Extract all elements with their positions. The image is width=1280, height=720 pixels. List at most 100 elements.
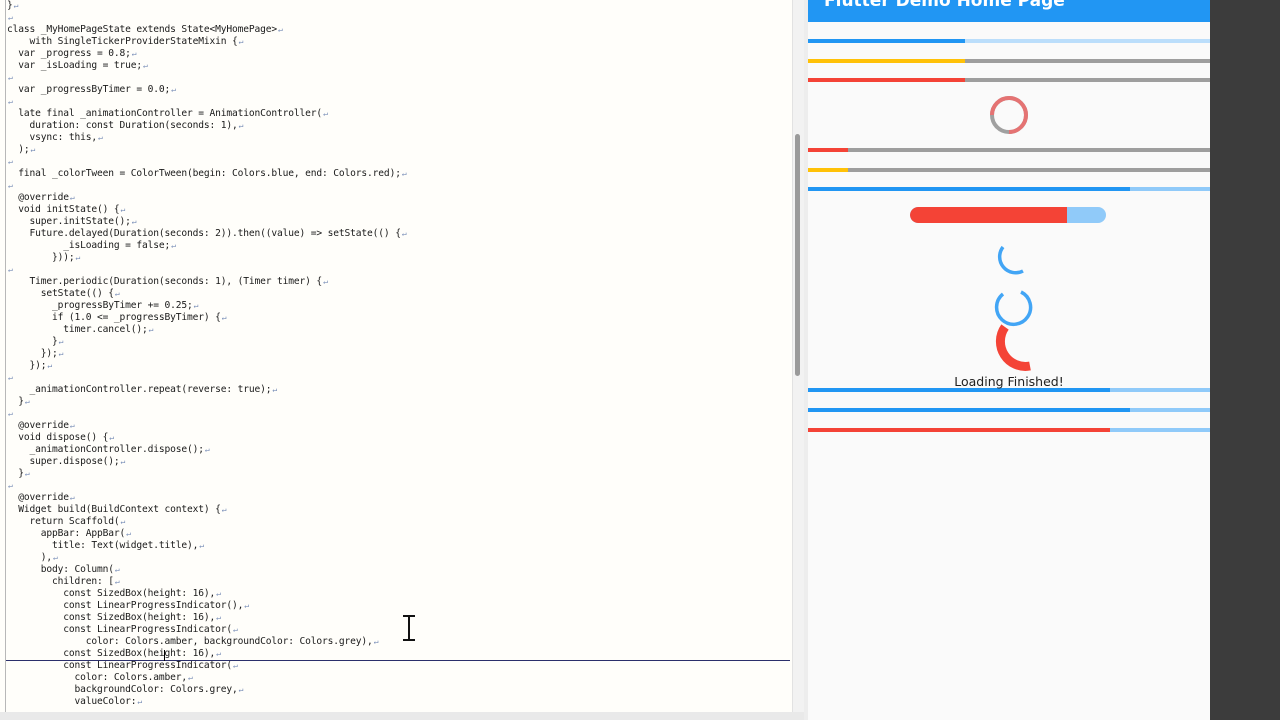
code-line[interactable]: ↵: [7, 156, 13, 168]
code-line[interactable]: void dispose() {↵: [7, 432, 114, 444]
code-line[interactable]: ↵: [7, 372, 13, 384]
code-line[interactable]: with SingleTickerProviderStateMixin {↵: [7, 36, 244, 48]
code-line[interactable]: }↵: [7, 396, 29, 408]
code-line[interactable]: ),↵: [7, 552, 58, 564]
code-line-text: });: [7, 348, 58, 359]
code-line[interactable]: }↵: [7, 468, 29, 480]
code-line[interactable]: ↵: [7, 12, 13, 24]
code-line[interactable]: ↵: [7, 180, 13, 192]
code-line[interactable]: ↵: [7, 96, 13, 108]
code-line[interactable]: }↵: [7, 336, 63, 348]
newline-marker-icon: ↵: [114, 577, 120, 586]
newline-marker-icon: ↵: [171, 241, 176, 250]
code-line[interactable]: Future.delayed(Duration(seconds: 2)).the…: [7, 228, 407, 240]
code-line[interactable]: _animationController.dispose();↵: [7, 444, 210, 456]
linear-progress-blue-lower-2: [808, 408, 1210, 412]
code-line[interactable]: title: Text(widget.title),↵: [7, 540, 204, 552]
code-line-text: void initState() {: [7, 204, 120, 215]
code-line[interactable]: const LinearProgressIndicator(),↵: [7, 600, 249, 612]
code-line[interactable]: body: Column(↵: [7, 564, 120, 576]
linear-progress-blue-full: [808, 187, 1210, 191]
newline-marker-icon: ↵: [216, 649, 221, 658]
code-line[interactable]: Widget build(BuildContext context) {↵: [7, 504, 226, 516]
code-line[interactable]: super.dispose();↵: [7, 456, 126, 468]
code-line[interactable]: ↵: [7, 480, 13, 492]
code-editor[interactable]: }↵↵class _MyHomePageState extends State<…: [0, 0, 792, 712]
code-line[interactable]: valueColor:↵: [7, 696, 143, 708]
code-line[interactable]: @override↵: [7, 420, 74, 432]
code-line-text: _isLoading = false;: [7, 240, 171, 251]
code-line[interactable]: _animationController.repeat(reverse: tru…: [7, 384, 278, 396]
code-line[interactable]: final _colorTween = ColorTween(begin: Co…: [7, 168, 406, 180]
code-line[interactable]: });↵: [7, 360, 53, 372]
code-line-text: const SizedBox(height: 16),: [7, 612, 216, 623]
newline-marker-icon: ↵: [114, 565, 120, 574]
code-line[interactable]: setState(() {↵: [7, 288, 120, 300]
code-line[interactable]: var _progressByTimer = 0.0;↵: [7, 84, 176, 96]
newline-marker-icon: ↵: [69, 493, 75, 502]
code-line-text: if (1.0 <= _progressByTimer) {: [7, 312, 221, 323]
newline-marker-icon: ↵: [8, 373, 13, 382]
code-line[interactable]: backgroundColor: Colors.grey,↵: [7, 684, 244, 696]
code-line[interactable]: const SizedBox(height: 16),↵: [7, 648, 221, 660]
newline-marker-icon: ↵: [47, 361, 53, 370]
code-line[interactable]: color: Colors.amber, backgroundColor: Co…: [7, 636, 379, 648]
code-line[interactable]: color: Colors.amber,↵: [7, 672, 193, 684]
code-line[interactable]: }));↵: [7, 252, 80, 264]
code-line[interactable]: const SizedBox(height: 16),↵: [7, 612, 221, 624]
code-line[interactable]: _progressByTimer += 0.25;↵: [7, 300, 198, 312]
newline-marker-icon: ↵: [148, 325, 154, 334]
code-line[interactable]: @override↵: [7, 492, 75, 504]
code-line[interactable]: _isLoading = false;↵: [7, 240, 176, 252]
code-line[interactable]: var _isLoading = true;↵: [7, 60, 148, 72]
code-line[interactable]: );↵: [7, 144, 35, 156]
newline-marker-icon: ↵: [244, 601, 249, 610]
app-bar: Flutter Demo Home Page: [808, 0, 1210, 22]
code-line[interactable]: ↵: [7, 408, 13, 420]
code-line-text: var _isLoading = true;: [7, 60, 143, 71]
newline-marker-icon: ↵: [8, 409, 13, 418]
editor-scrollbar-thumb[interactable]: [795, 134, 800, 376]
code-line[interactable]: vsync: this,↵: [7, 132, 103, 144]
code-line[interactable]: return Scaffold(↵: [7, 516, 126, 528]
code-line[interactable]: late final _animationController = Animat…: [7, 108, 328, 120]
editor-horizontal-scrollbar[interactable]: [0, 712, 808, 720]
code-line[interactable]: ↵: [7, 72, 13, 84]
loading-status-text: Loading Finished!: [954, 374, 1064, 389]
code-line[interactable]: @override↵: [7, 192, 74, 204]
code-line[interactable]: if (1.0 <= _progressByTimer) {↵: [7, 312, 227, 324]
code-line[interactable]: timer.cancel();↵: [7, 324, 153, 336]
code-line[interactable]: const SizedBox(height: 16),↵: [7, 588, 221, 600]
code-line-text: _progressByTimer += 0.25;: [7, 300, 193, 311]
code-line[interactable]: const LinearProgressIndicator(↵: [7, 660, 238, 672]
code-line-text: with SingleTickerProviderStateMixin {: [7, 36, 238, 47]
code-line-text: super.dispose();: [7, 456, 120, 467]
newline-marker-icon: ↵: [323, 277, 328, 286]
newline-marker-icon: ↵: [233, 625, 238, 634]
rounded-linear-progress: [910, 207, 1106, 223]
code-line-text: valueColor:: [7, 696, 137, 707]
emulator-screen: Flutter Demo Home Page Loading Finished!: [808, 0, 1210, 720]
code-line[interactable]: children: [↵: [7, 576, 120, 588]
code-line-text: Future.delayed(Duration(seconds: 2)).the…: [7, 228, 401, 239]
code-line[interactable]: duration: const Duration(seconds: 1),↵: [7, 120, 244, 132]
code-line[interactable]: const LinearProgressIndicator(↵: [7, 624, 238, 636]
linear-progress-red-timer: [808, 148, 1210, 152]
code-line-text: duration: const Duration(seconds: 1),: [7, 120, 238, 131]
code-line[interactable]: }↵: [7, 0, 18, 12]
code-line-text: return Scaffold(: [7, 516, 120, 527]
code-line[interactable]: class _MyHomePageState extends State<MyH…: [7, 24, 283, 36]
code-line[interactable]: appBar: AppBar(↵: [7, 528, 131, 540]
code-line[interactable]: var _progress = 0.8;↵: [7, 48, 136, 60]
emulator-side-panel: [1210, 0, 1280, 720]
code-line-text: Timer.periodic(Duration(seconds: 1), (Ti…: [7, 276, 323, 287]
code-line-text: final _colorTween = ColorTween(begin: Co…: [7, 168, 401, 179]
code-line[interactable]: super.initState();↵: [7, 216, 137, 228]
code-line[interactable]: });↵: [7, 348, 64, 360]
linear-progress-amber: [808, 59, 1210, 63]
code-line[interactable]: ↵: [7, 264, 13, 276]
code-line[interactable]: Timer.periodic(Duration(seconds: 1), (Ti…: [7, 276, 328, 288]
linear-progress-red-lower-fill: [808, 428, 1110, 432]
code-line[interactable]: void initState() {↵: [7, 204, 125, 216]
editor-left-rule: [5, 0, 6, 712]
